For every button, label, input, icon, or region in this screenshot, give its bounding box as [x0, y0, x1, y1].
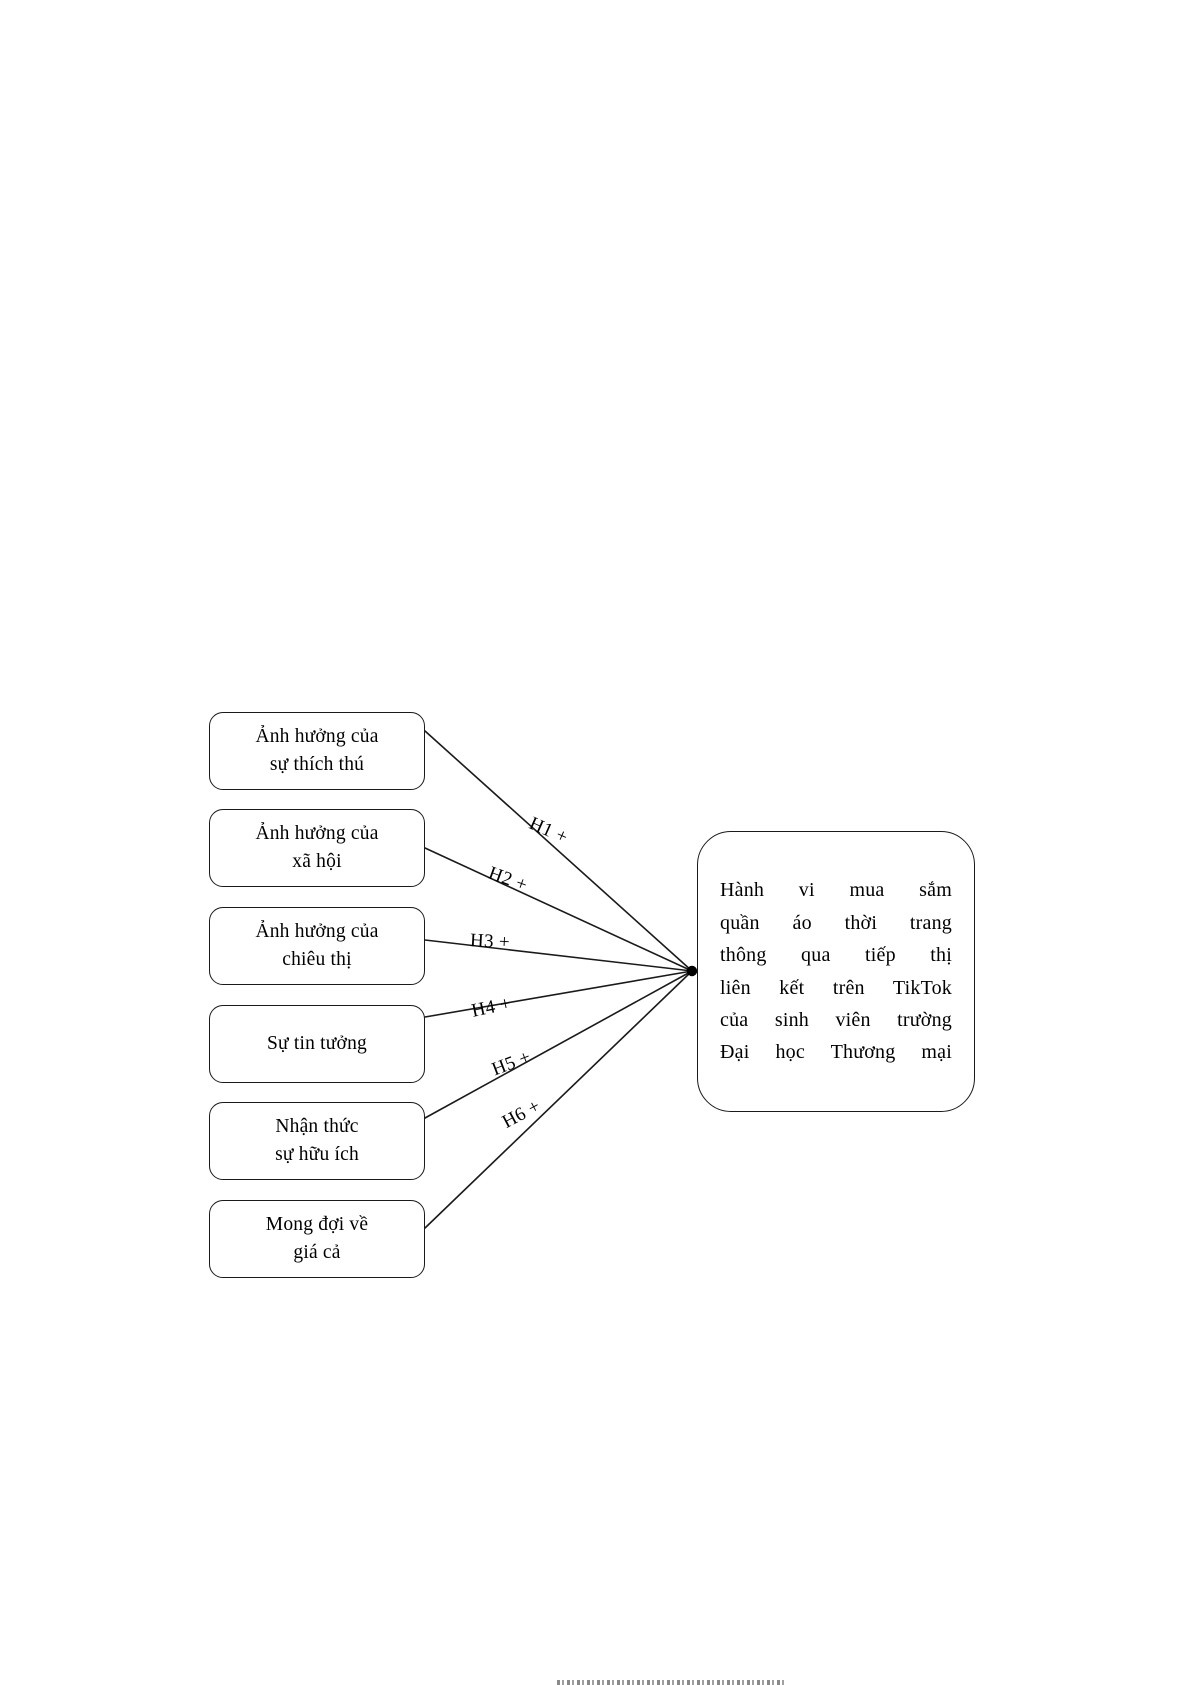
path-line-h2 [424, 847, 693, 972]
construct-label-4: Sự tin tưởng [267, 1033, 367, 1055]
path-line-h6 [424, 970, 693, 1229]
path-line-h3 [424, 939, 693, 972]
construct-box-trust[interactable]: Sự tin tưởng [209, 1005, 425, 1083]
path-line-h4 [424, 970, 693, 1018]
page-footer-artifact [0, 1677, 1191, 1685]
convergence-node-dot [686, 965, 698, 977]
path-line-h1 [424, 730, 693, 972]
hypothesis-label-h3: H3 + [469, 930, 511, 954]
path-line-h5 [424, 970, 693, 1119]
footer-bar-artifact [557, 1680, 787, 1685]
